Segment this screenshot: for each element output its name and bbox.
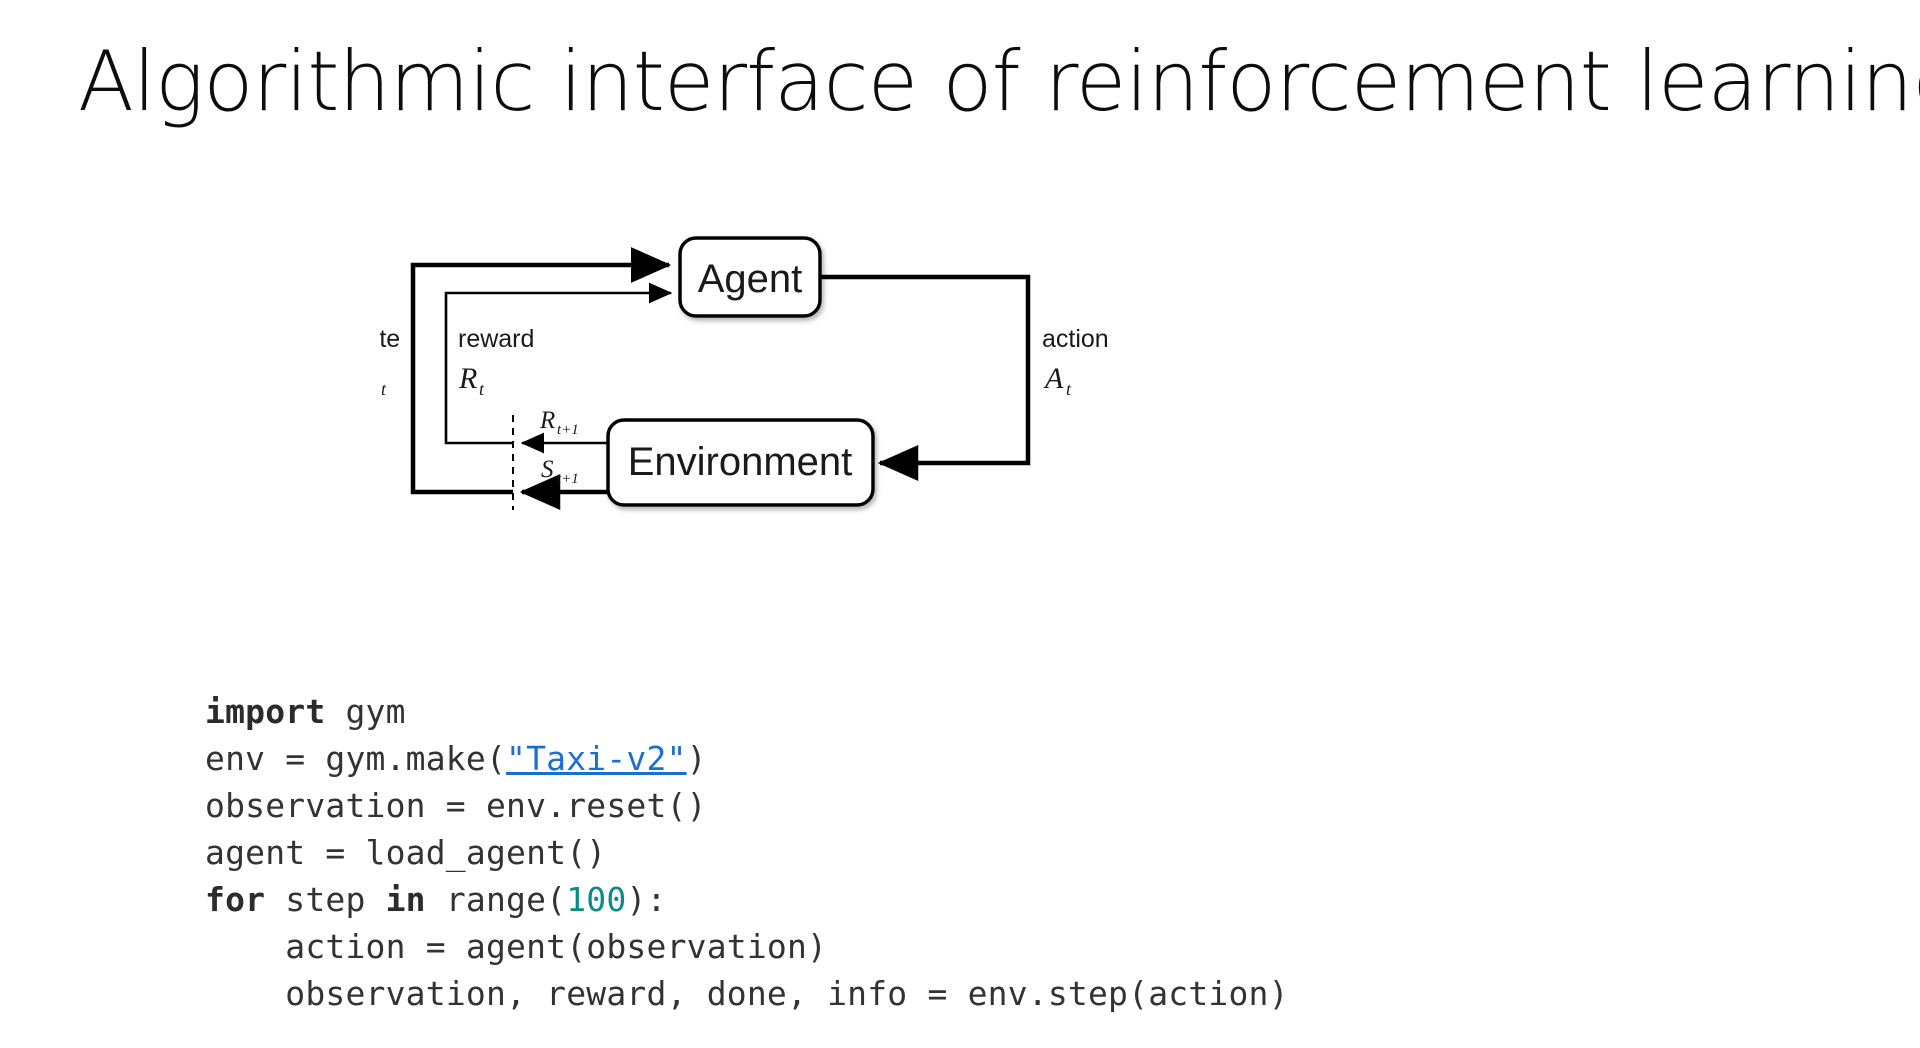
- next-state-label: S t+1: [541, 456, 579, 487]
- agent-box-label: Agent: [698, 257, 803, 301]
- next-reward-label: R t+1: [539, 407, 579, 438]
- next-reward-label-symbol: R: [539, 407, 555, 434]
- reward-flow-arrow: [444, 282, 673, 445]
- code-line: observation = env.reset(): [205, 782, 1289, 829]
- code-line: action = agent(observation): [205, 923, 1289, 970]
- action-label: action A t: [1042, 325, 1109, 399]
- action-label-subscript: t: [1066, 379, 1072, 399]
- code-text: gym: [325, 692, 406, 731]
- code-keyword: for: [205, 880, 266, 919]
- next-state-label-subscript: t+1: [557, 471, 579, 487]
- page-title: Algorithmic interface of reinforcement l…: [78, 33, 1920, 130]
- code-line: observation, reward, done, info = env.st…: [205, 970, 1289, 1017]
- reward-label-symbol: R: [458, 362, 477, 395]
- state-flow-arrow: [410, 247, 672, 495]
- reinforcement-learning-diagram: Agent Environment: [380, 225, 1180, 525]
- environment-box: Environment: [606, 418, 875, 507]
- code-line: agent = load_agent(): [205, 829, 1289, 876]
- action-label-symbol: A: [1043, 362, 1064, 395]
- code-number: 100: [566, 880, 627, 919]
- code-text: ):: [626, 880, 667, 919]
- state-label: state S t: [380, 325, 400, 399]
- next-state-label-symbol: S: [541, 456, 554, 483]
- code-text: observation, reward, done, info = env.st…: [285, 974, 1289, 1013]
- state-label-subscript: t: [381, 379, 387, 399]
- action-label-word: action: [1042, 325, 1109, 353]
- environment-box-label: Environment: [628, 440, 853, 484]
- code-link-taxi-env[interactable]: "Taxi-v2": [506, 739, 687, 778]
- code-text: env = gym.make(: [205, 739, 507, 778]
- reward-label: reward R t: [458, 325, 534, 399]
- code-indent: [205, 927, 285, 966]
- reward-label-subscript: t: [479, 379, 485, 399]
- action-flow-arrow: [821, 274, 1031, 481]
- reward-label-word: reward: [458, 325, 534, 353]
- state-label-word: state: [380, 325, 400, 353]
- code-keyword: in: [385, 880, 426, 919]
- code-text: ): [686, 739, 707, 778]
- next-reward-label-subscript: t+1: [557, 422, 579, 438]
- code-text: observation = env.reset(): [205, 786, 707, 825]
- code-text: action = agent(observation): [285, 927, 828, 966]
- code-line: for step in range(100):: [205, 876, 1289, 923]
- code-line: env = gym.make("Taxi-v2"): [205, 735, 1289, 782]
- code-text: step: [265, 880, 386, 919]
- code-text: agent = load_agent(): [205, 833, 607, 872]
- code-indent: [205, 974, 285, 1013]
- agent-box: Agent: [678, 236, 822, 318]
- code-text: range(: [425, 880, 567, 919]
- code-keyword: import: [205, 692, 326, 731]
- code-line: import gym: [205, 688, 1289, 735]
